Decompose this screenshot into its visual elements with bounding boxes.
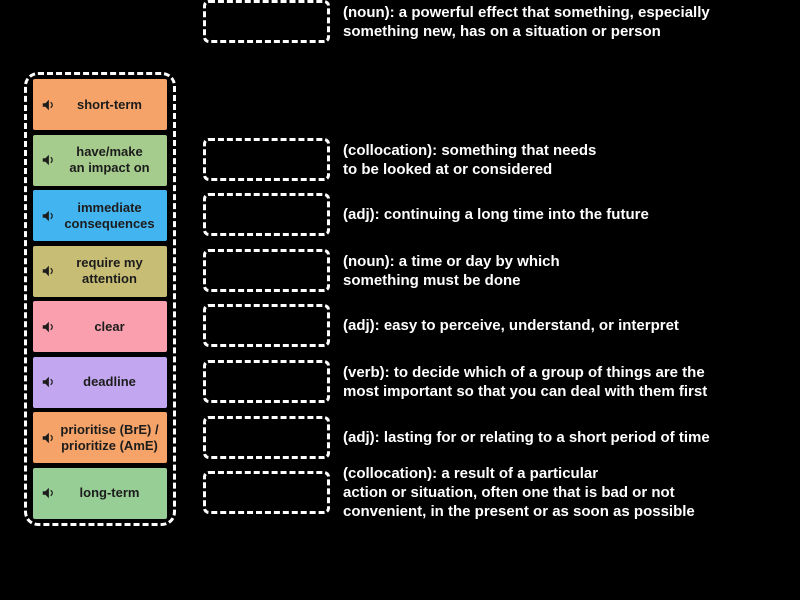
definition-text: (adj): easy to perceive, understand, or … <box>343 317 679 334</box>
keyword-tile-require-my-attention[interactable]: require my attention <box>33 245 167 297</box>
keyword-label: short-term <box>76 96 142 112</box>
answer-slot[interactable] <box>203 249 330 292</box>
answer-slot[interactable] <box>203 471 330 514</box>
keyword-label: clear <box>94 318 125 334</box>
definition-text: (noun): a time or day by which something… <box>343 252 560 289</box>
keyword-label: immediate consequences <box>64 199 155 231</box>
speaker-icon[interactable] <box>40 485 56 501</box>
answer-row: (adj): continuing a long time into the f… <box>203 193 793 236</box>
answer-slot[interactable] <box>203 304 330 347</box>
keyword-tile-long-term[interactable]: long-term <box>33 467 167 519</box>
answer-row: (noun): a powerful effect that something… <box>203 0 793 43</box>
speaker-icon[interactable] <box>40 263 56 279</box>
answer-slot[interactable] <box>203 0 330 43</box>
answer-row: (collocation): something that needs to b… <box>203 138 793 181</box>
answer-row: (collocation): a result of a particular … <box>203 465 793 520</box>
keyword-tile-clear[interactable]: clear <box>33 301 167 353</box>
answer-row: (adj): lasting for or relating to a shor… <box>203 416 793 459</box>
definition-text: (noun): a powerful effect that something… <box>343 3 710 40</box>
speaker-icon[interactable] <box>40 152 56 168</box>
answer-row: (adj): easy to perceive, understand, or … <box>203 304 793 347</box>
keyword-label: have/make an impact on <box>69 144 150 176</box>
speaker-icon[interactable] <box>40 208 56 224</box>
keyword-tile-deadline[interactable]: deadline <box>33 356 167 408</box>
definition-text: (adj): lasting for or relating to a shor… <box>343 429 710 446</box>
speaker-icon[interactable] <box>40 430 56 446</box>
speaker-icon[interactable] <box>40 319 56 335</box>
answer-slot[interactable] <box>203 416 330 459</box>
keyword-label: prioritise (BrE) / prioritize (AmE) <box>60 421 159 453</box>
answer-slot[interactable] <box>203 138 330 181</box>
answer-slot[interactable] <box>203 193 330 236</box>
definition-text: (verb): to decide which of a group of th… <box>343 363 708 400</box>
keyword-tile-short-term[interactable]: short-term <box>33 79 167 130</box>
keyword-tile-immediate-consequences[interactable]: immediate consequences <box>33 190 167 242</box>
keyword-label: require my attention <box>76 255 143 287</box>
keyword-tile-have-make-an-impact-on[interactable]: have/make an impact on <box>33 134 167 186</box>
keyword-label: long-term <box>79 485 140 501</box>
answer-row: (noun): a time or day by which something… <box>203 249 793 292</box>
definition-text: (collocation): a result of a particular … <box>343 465 695 520</box>
definition-text: (adj): continuing a long time into the f… <box>343 206 649 223</box>
keywords-group: short-term have/make an impact on immedi… <box>24 72 176 526</box>
definition-text: (collocation): something that needs to b… <box>343 141 597 178</box>
keyword-label: deadline <box>83 374 136 390</box>
keyword-tile-prioritise[interactable]: prioritise (BrE) / prioritize (AmE) <box>33 412 167 464</box>
answer-slot[interactable] <box>203 360 330 403</box>
answer-row: (verb): to decide which of a group of th… <box>203 360 793 403</box>
speaker-icon[interactable] <box>40 374 56 390</box>
speaker-icon[interactable] <box>40 97 56 113</box>
